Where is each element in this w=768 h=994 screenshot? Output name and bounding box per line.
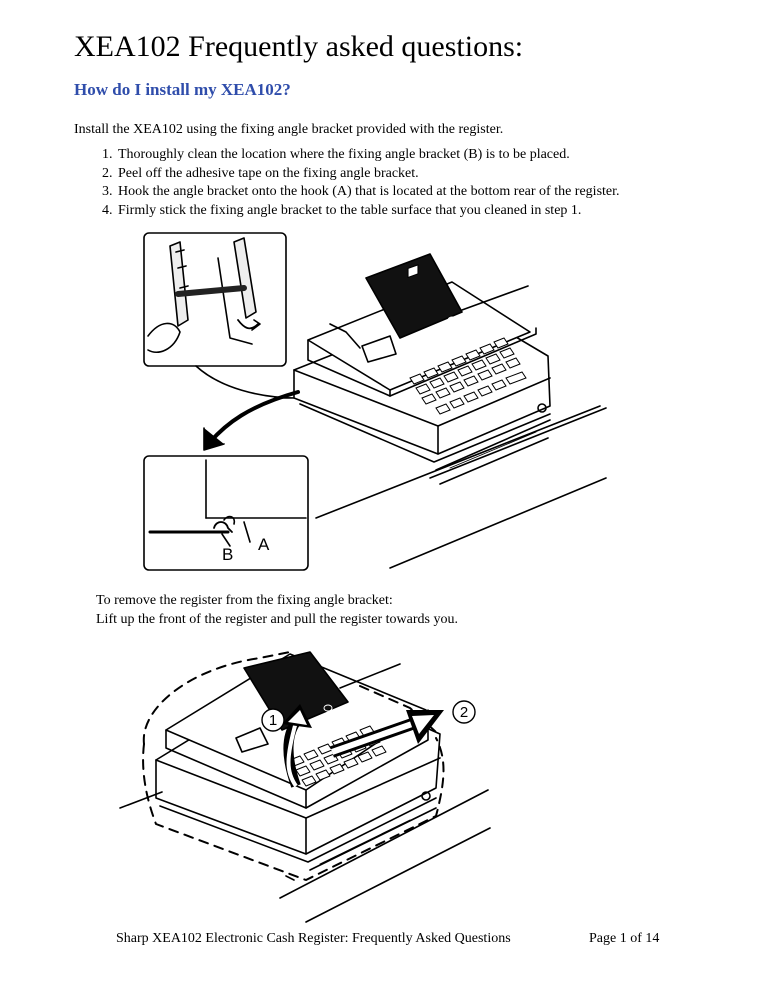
step-one-marker: 1 <box>269 712 277 729</box>
section-heading: How do I install my XEA102? <box>74 80 291 99</box>
footer-page-number: Page 1 of 14 <box>589 931 660 946</box>
list-item: 2.Peel off the adhesive tape on the fixi… <box>102 165 419 181</box>
remove-instruction-text: Lift up the front of the register and pu… <box>96 612 458 627</box>
label-a: A <box>258 535 270 554</box>
remove-instruction-title: To remove the register from the fixing a… <box>96 593 393 608</box>
step-two-marker: 2 <box>460 704 468 721</box>
installation-illustration: B A <box>143 232 607 571</box>
footer-document-title: Sharp XEA102 Electronic Cash Register: F… <box>116 931 511 946</box>
list-item: 1.Thoroughly clean the location where th… <box>102 147 570 162</box>
page-title: XEA102 Frequently asked questions: <box>74 30 524 63</box>
list-item: 4.Firmly stick the fixing angle bracket … <box>102 202 582 218</box>
installation-steps: 1.Thoroughly clean the location where th… <box>74 146 620 220</box>
removal-illustration: 1 2 <box>119 651 491 923</box>
intro-paragraph: Install the XEA102 using the fixing angl… <box>74 122 504 137</box>
list-item: 3.Hook the angle bracket onto the hook (… <box>102 184 620 199</box>
label-b: B <box>222 545 233 564</box>
